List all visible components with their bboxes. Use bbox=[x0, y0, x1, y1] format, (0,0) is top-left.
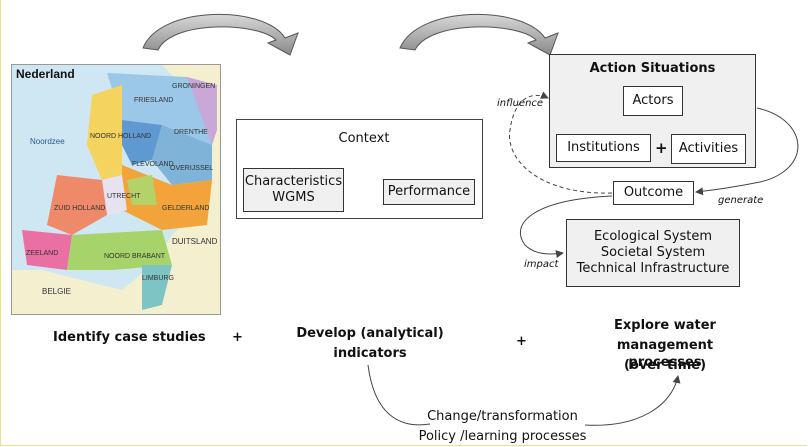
province-label: GRONINGEN bbox=[172, 83, 216, 90]
identify-step: Identify case studies bbox=[53, 330, 206, 345]
province-label: NOORD HOLLAND bbox=[90, 133, 152, 140]
system-item: Technical Infrastructure bbox=[576, 261, 730, 276]
map-title: Nederland bbox=[16, 67, 75, 81]
policy-label: Policy /learning processes bbox=[418, 429, 587, 444]
province-label: FLEVOLAND bbox=[132, 161, 174, 168]
impact-arrow bbox=[520, 195, 613, 259]
generate-arrow bbox=[695, 107, 799, 196]
plus-sign: + bbox=[516, 334, 527, 349]
system-item: Ecological System bbox=[593, 229, 713, 244]
develop-step-line: Develop (analytical) bbox=[296, 326, 444, 341]
characteristics-box: Characteristics WGMS bbox=[243, 168, 344, 212]
province-label: LIMBURG bbox=[142, 275, 174, 282]
develop-step-line: indicators bbox=[333, 346, 407, 361]
plus-sign: + bbox=[655, 139, 668, 157]
province-label: GELDERLAND bbox=[162, 205, 210, 212]
activities-box: Activities bbox=[671, 134, 746, 164]
institutions-box: Institutions bbox=[556, 134, 651, 162]
influence-label: influence bbox=[497, 98, 544, 109]
province-label: FRIESLAND bbox=[134, 97, 174, 104]
belgium-label: BELGIE bbox=[42, 287, 71, 296]
systems-box: Ecological System Societal System Techni… bbox=[566, 219, 740, 287]
outcome-box: Outcome bbox=[613, 181, 694, 205]
change-label: Change/transformation bbox=[427, 409, 578, 424]
system-item: Societal System bbox=[600, 245, 706, 260]
performance-box: Performance bbox=[383, 179, 475, 205]
germany-label: DUITSLAND bbox=[172, 237, 218, 246]
province-label: ZUID HOLLAND bbox=[54, 205, 106, 212]
curved-arrow-icon bbox=[142, 14, 299, 56]
influence-arrow bbox=[509, 91, 613, 194]
province-label: OVERIJSSEL bbox=[170, 165, 214, 172]
curved-arrow-icon bbox=[399, 14, 559, 56]
context-label: Context bbox=[338, 131, 390, 146]
province-label: DRENTHE bbox=[174, 129, 208, 136]
plus-sign: + bbox=[232, 330, 243, 345]
sea-label: Noordzee bbox=[30, 137, 65, 146]
province-label: ZEELAND bbox=[26, 250, 59, 257]
province-label: NOORD BRABANT bbox=[104, 253, 166, 260]
map-graphic bbox=[12, 65, 220, 314]
impact-label: impact bbox=[524, 259, 559, 270]
explore-step-line: (over time) bbox=[623, 358, 707, 373]
province-label: UTRECHT bbox=[107, 193, 141, 200]
netherlands-map: Nederland Noordzee DUITSLAND BELGIE NOOR… bbox=[11, 64, 221, 315]
explore-step-line: Explore water bbox=[614, 318, 716, 333]
generate-label: generate bbox=[718, 195, 764, 206]
change-arc-left bbox=[367, 364, 431, 426]
change-arc-right bbox=[584, 375, 681, 426]
actors-box: Actors bbox=[623, 86, 683, 116]
explore-step-line: management processes bbox=[616, 338, 714, 370]
